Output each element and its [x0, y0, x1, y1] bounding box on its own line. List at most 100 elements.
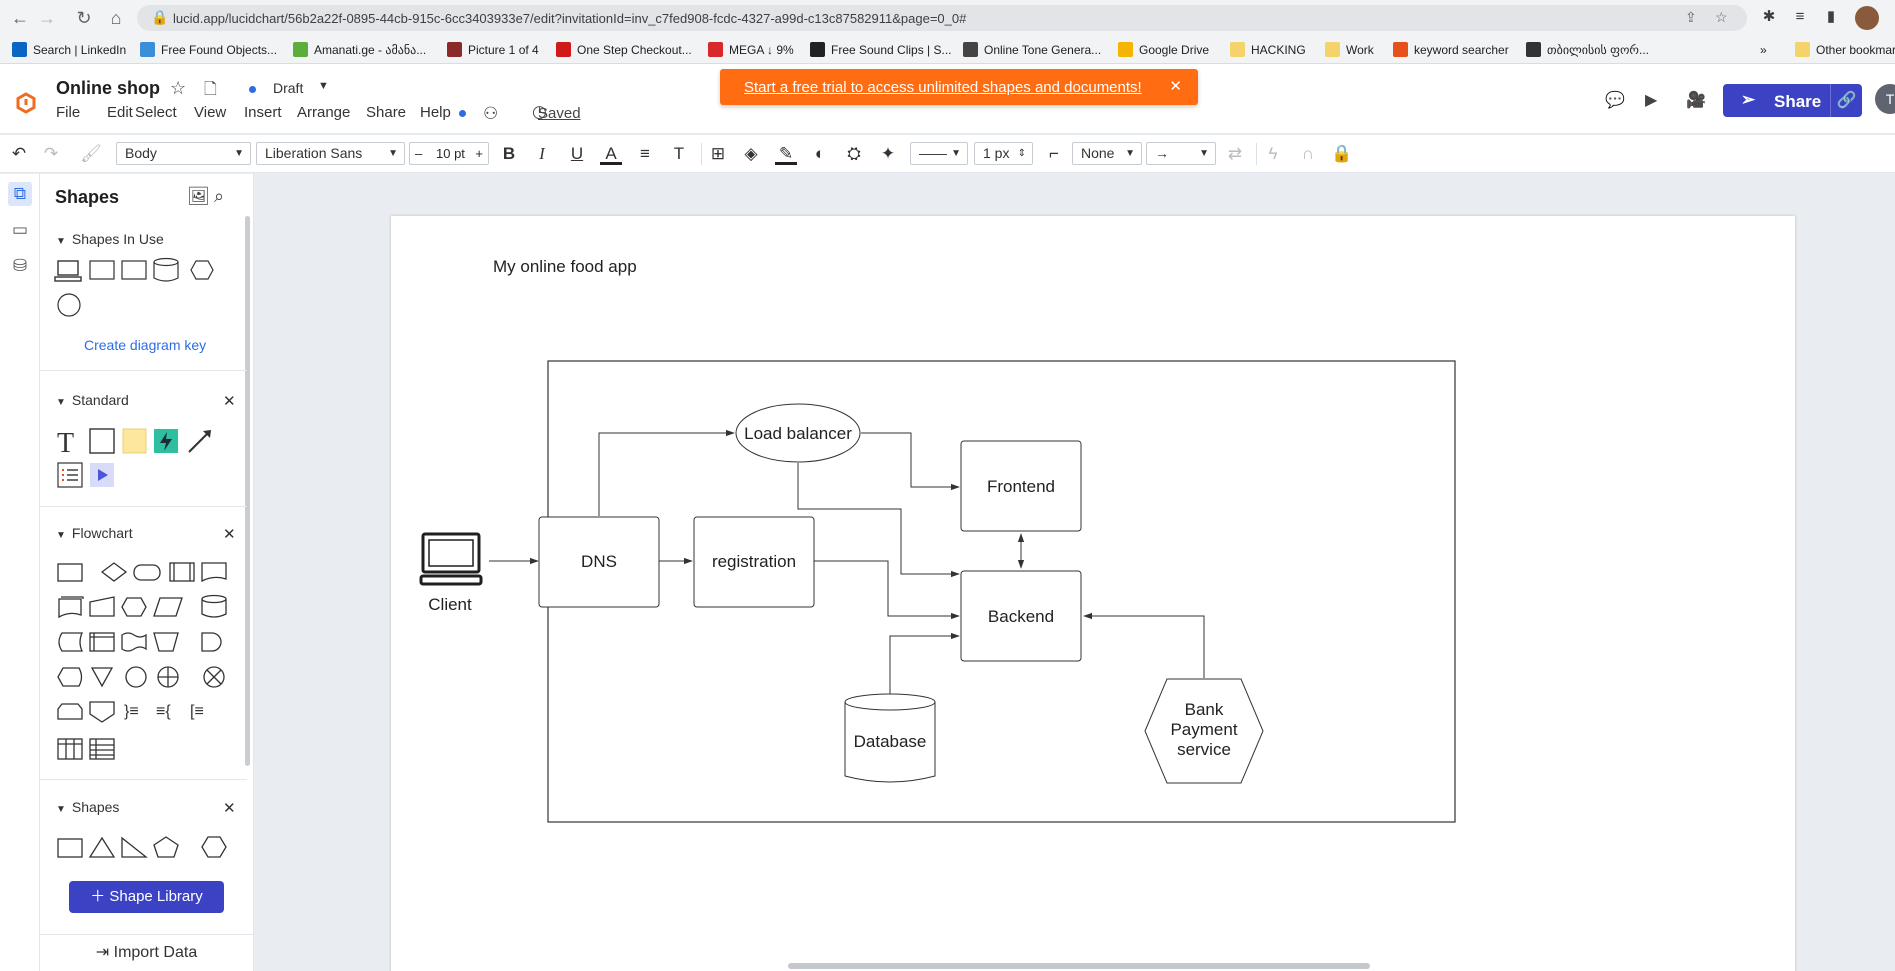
magic-wand-icon[interactable]: ✦ [880, 144, 896, 163]
loop-limit-shape[interactable] [57, 703, 83, 720]
frontend-node[interactable] [960, 440, 1082, 532]
more-bookmarks-button[interactable]: » [1760, 43, 1767, 57]
dns-node[interactable] [538, 516, 660, 608]
decision-shape[interactable] [100, 562, 128, 582]
menu-select[interactable]: Select [135, 104, 177, 121]
hexagon-shape[interactable] [201, 836, 227, 858]
close-icon[interactable]: ✕ [223, 393, 236, 410]
magnet-icon[interactable]: ∩ [1301, 144, 1315, 163]
brace-annotation-shape[interactable]: ≡{ [156, 703, 171, 720]
database-shape[interactable] [201, 594, 227, 618]
bookmark-item[interactable]: Work [1325, 41, 1374, 59]
back-icon[interactable]: ← [11, 8, 29, 28]
connector-load-balancer-backend[interactable] [797, 463, 960, 578]
line-end-select[interactable]: →▼ [1146, 142, 1216, 165]
text-shape[interactable]: T [57, 428, 74, 459]
menu-insert[interactable]: Insert [244, 104, 282, 121]
document-shape[interactable] [201, 562, 227, 583]
data-io-shape[interactable] [153, 597, 183, 617]
trial-banner-link[interactable]: Start a free trial to access unlimited s… [744, 79, 1142, 96]
menu-arrange[interactable]: Arrange [297, 104, 351, 121]
rectangle-shape[interactable] [89, 260, 115, 280]
page-title[interactable]: My online food app [493, 257, 637, 276]
paper-tape-shape[interactable] [121, 632, 147, 652]
effects-icon[interactable]: ⛭ [847, 144, 861, 163]
list-shape[interactable] [57, 462, 83, 488]
registration-node[interactable] [693, 516, 815, 608]
pages-tab-icon[interactable]: ▭ [11, 220, 29, 239]
off-page-shape[interactable] [89, 701, 115, 723]
shape-options-icon[interactable]: ⊞ [710, 144, 726, 163]
right-triangle-shape[interactable] [121, 836, 148, 858]
terminator-shape[interactable] [133, 564, 161, 581]
menu-help[interactable]: Help [420, 104, 451, 121]
data-tab-icon[interactable]: ⛁ [12, 256, 28, 275]
swap-ends-icon[interactable]: ⇄ [1227, 144, 1243, 163]
format-painter-icon[interactable]: 🖌 [80, 144, 102, 163]
annotation-shape[interactable]: }≡ [124, 703, 139, 720]
summing-junction-shape[interactable] [203, 666, 225, 688]
lucid-logo[interactable] [15, 92, 37, 114]
hexagon-shape[interactable] [190, 260, 214, 280]
underline-icon[interactable]: U [570, 144, 584, 163]
horizontal-scrollbar[interactable] [788, 963, 1370, 969]
triangle-shape[interactable] [88, 836, 116, 858]
text-options-icon[interactable]: T [673, 144, 685, 163]
line-style-select[interactable]: ——▼ [910, 142, 968, 165]
share-page-icon[interactable]: ⇪ [1685, 9, 1697, 25]
italic-icon[interactable]: I [539, 144, 545, 163]
section-shapes-in-use[interactable]: ▼Shapes In Use [56, 231, 164, 247]
fill-color-icon[interactable]: ◈ [744, 144, 758, 163]
connector-registration-backend[interactable] [814, 560, 960, 620]
style-select[interactable]: Body▼ [116, 142, 251, 165]
media-control-icon[interactable]: ≡ [1795, 8, 1805, 25]
user-avatar[interactable]: T [1875, 84, 1895, 114]
manual-operation-shape[interactable] [153, 632, 179, 652]
bank-payment-node[interactable] [1144, 678, 1264, 784]
line-color-icon[interactable]: ✎ [775, 143, 797, 165]
feature-find-icon[interactable]: ⚇ [483, 104, 499, 123]
arrow-shape[interactable] [188, 430, 211, 453]
process-shape[interactable] [57, 563, 83, 582]
stored-data-shape[interactable] [58, 632, 83, 652]
extensions-icon[interactable]: ✱ [1762, 8, 1776, 25]
menu-file[interactable]: File [56, 104, 81, 121]
bookmark-item[interactable]: One Step Checkout... [556, 41, 692, 59]
connector-style-icon[interactable]: ⌐ [1049, 144, 1059, 163]
bookmark-item[interactable]: Free Sound Clips | S... [810, 41, 952, 59]
display-shape[interactable] [57, 667, 83, 687]
section-standard[interactable]: ▼Standard [56, 392, 129, 408]
pentagon-shape[interactable] [153, 836, 179, 858]
connector-database-backend[interactable] [889, 632, 960, 695]
table-shape[interactable] [89, 738, 115, 760]
connector-dns-load-balancer[interactable] [598, 429, 735, 516]
bold-icon[interactable]: B [502, 144, 516, 163]
rectangle-shape[interactable] [57, 838, 83, 858]
bookmark-item[interactable]: keyword searcher [1393, 41, 1509, 59]
create-diagram-key-link[interactable]: Create diagram key [84, 337, 207, 353]
reload-icon[interactable]: ↻ [76, 8, 92, 28]
action-icon[interactable]: ϟ [1268, 144, 1278, 163]
connector-shape[interactable] [125, 666, 147, 688]
client-laptop-icon[interactable] [419, 532, 483, 586]
bookmark-item[interactable]: Picture 1 of 4 [447, 41, 539, 59]
manual-input-shape[interactable] [89, 596, 115, 617]
bracket-annotation-shape[interactable]: [≡ [190, 703, 204, 720]
video-shape[interactable] [90, 463, 114, 487]
connector-load-balancer-frontend[interactable] [861, 432, 960, 491]
align-icon[interactable]: ≡ [640, 144, 650, 163]
undo-icon[interactable]: ↶ [11, 144, 27, 163]
decrease-font-button[interactable]: – [415, 146, 423, 161]
increase-font-button[interactable]: + [475, 146, 483, 161]
image-search-icon[interactable]: 🖼 [187, 186, 210, 206]
multiple-documents-shape[interactable] [58, 596, 84, 619]
section-shapes[interactable]: ▼Shapes [56, 799, 120, 815]
url-text[interactable]: lucid.app/lucidchart/56b2a22f-0895-44cb-… [173, 11, 967, 26]
canvas[interactable]: My online food app Client [255, 174, 1895, 971]
star-icon[interactable]: ☆ [170, 78, 187, 98]
backend-node[interactable] [960, 570, 1082, 662]
address-bar[interactable]: 🔒 lucid.app/lucidchart/56b2a22f-0895-44c… [137, 5, 1747, 31]
process-shape[interactable] [121, 260, 147, 280]
forward-icon[interactable]: → [38, 8, 56, 28]
connector-bank-backend[interactable] [1083, 612, 1205, 678]
